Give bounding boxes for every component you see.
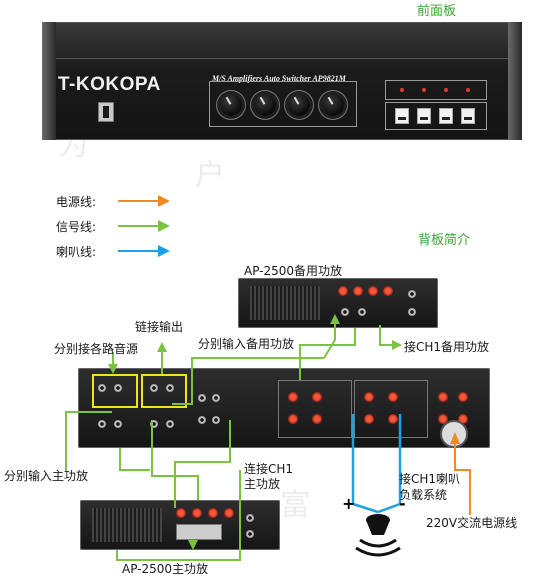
legend-speaker-label: 喇叭线: [56,245,97,259]
label-speaker-system-2: 负载系统 [399,488,448,502]
label-chain-output: 链接输出 [135,320,184,334]
plus-sign: + [342,494,356,513]
main-amplifier [80,500,280,550]
label-connect-ch1-backup: 接CH1备用功放 [404,340,490,354]
front-panel-title: 前面板 [417,4,457,19]
back-panel-title: 背板简介 [418,233,471,248]
power-switch [98,102,114,122]
input-attenuator-panel [209,81,357,127]
label-connect-ch1-main-1: 连接CH1 [244,462,294,476]
indicator-panel [385,80,487,100]
knob-icon [288,94,310,116]
knob-icon [220,94,242,116]
legend-signal-arrow [118,220,170,232]
legend-power-arrow [118,195,170,207]
rack-ear-left [42,22,56,140]
signal-lines [65,318,400,561]
label-backup-amp: AP-2500备用功放 [244,264,343,278]
label-input-backup: 分别输入备用功放 [198,337,295,351]
switcher-back-panel [78,368,490,448]
label-speaker-system-1: 接CH1喇叭 [399,472,461,486]
label-input-main: 分别输入主功放 [4,469,89,483]
knob-icon [322,94,344,116]
power-line [454,440,471,515]
knob-icon [254,94,276,116]
watermark: 富 [280,488,310,523]
legend-power-label: 电源线: [56,195,97,209]
legend-speaker-arrow [118,245,170,257]
legend-signal-label: 信号线: [56,220,97,234]
speaker-icon [355,514,401,557]
label-source-inputs: 分别接各路音源 [54,342,139,356]
backup-amplifier [238,278,438,328]
brand-logo: T-KOKOPA [58,74,161,95]
speaker-lines [351,414,402,514]
switch-panel [385,102,487,130]
rack-ear-right [508,22,522,140]
front-panel-device: T-KOKOPA M/S Amplifiers Auto Switcher AP… [42,22,522,140]
label-main-amp: AP-2500主功放 [122,562,209,576]
minus-sign: - [399,494,406,513]
model-text: M/S Amplifiers Auto Switcher AP9821M [212,74,346,83]
source-input-highlight [92,374,138,408]
chain-output-highlight [141,374,187,408]
watermark: 户 [195,158,225,193]
label-connect-ch1-main-2: 主功放 [244,477,281,491]
label-ac-power: 220V交流电源线 [426,516,518,530]
